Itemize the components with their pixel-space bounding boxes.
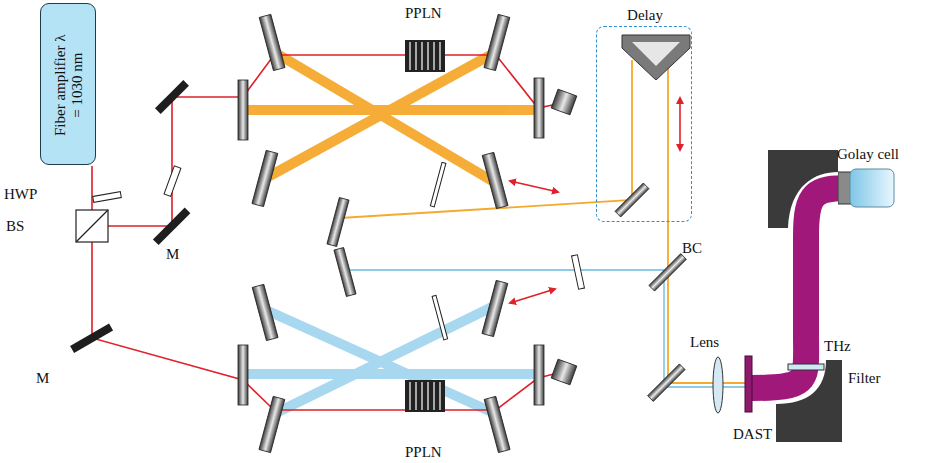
waveplate bbox=[164, 166, 181, 197]
signal-beam bbox=[266, 52, 496, 178]
mirror bbox=[534, 78, 544, 138]
output-beam-blue bbox=[348, 270, 748, 387]
translation-arrow bbox=[510, 98, 680, 303]
mirror bbox=[484, 14, 510, 70]
idler-beam bbox=[266, 310, 496, 414]
device-label: Fiber amplifier λ = 1030 nm bbox=[52, 31, 87, 139]
ppln-crystal bbox=[410, 382, 440, 410]
thz-beam bbox=[752, 188, 850, 388]
roof-prism bbox=[622, 35, 690, 80]
ppln-crystal bbox=[410, 42, 440, 70]
filter-label: Filter bbox=[848, 370, 881, 387]
mirror bbox=[649, 254, 686, 291]
waveplate-label: HWP bbox=[4, 186, 37, 203]
beam-dump bbox=[551, 359, 577, 385]
translation-arrow bbox=[510, 289, 555, 303]
part-label: Delay bbox=[627, 7, 663, 24]
pump-beam bbox=[92, 55, 562, 226]
translation-arrow bbox=[679, 98, 681, 150]
mirror bbox=[252, 284, 278, 340]
parabolic-mirror bbox=[768, 150, 842, 442]
beam-dump bbox=[551, 89, 577, 115]
mirror bbox=[615, 183, 649, 217]
combiner-label: BC bbox=[682, 240, 702, 257]
mirror bbox=[534, 345, 544, 405]
steering-mirror bbox=[153, 208, 190, 245]
mirror bbox=[648, 364, 685, 401]
splitter-label: BS bbox=[6, 218, 24, 235]
mirror bbox=[484, 396, 510, 452]
crystal-label: PPLN bbox=[405, 5, 442, 22]
mirror bbox=[327, 198, 349, 247]
crystal-label: DAST bbox=[733, 426, 772, 443]
beam-splitter bbox=[76, 210, 108, 242]
mirror bbox=[482, 152, 508, 208]
output-beam-blue bbox=[348, 270, 748, 387]
part-label: Golay cell bbox=[837, 146, 899, 163]
beam-splitter bbox=[76, 210, 108, 242]
golay-cell: Golay cell bbox=[838, 166, 898, 210]
delay-stage: Delay bbox=[596, 26, 692, 222]
crystal-label: PPLN bbox=[405, 444, 442, 461]
ppln-crystal bbox=[405, 40, 445, 412]
mirror-label: M bbox=[36, 370, 49, 387]
waveplate bbox=[93, 192, 122, 203]
steering-mirror bbox=[70, 324, 113, 353]
translation-arrow bbox=[510, 181, 558, 192]
mirror bbox=[259, 396, 285, 452]
lens-label: Lens bbox=[690, 334, 719, 351]
dast-crystal bbox=[745, 356, 752, 412]
lens bbox=[713, 357, 723, 413]
detector-body bbox=[850, 169, 894, 207]
pump-beam bbox=[92, 55, 562, 410]
lens bbox=[713, 357, 723, 413]
output-beam-orange bbox=[340, 60, 632, 218]
filter bbox=[788, 364, 824, 370]
roof-prism bbox=[632, 42, 680, 66]
detector-symbol bbox=[838, 166, 898, 210]
parabolic-mirror bbox=[776, 360, 842, 442]
output-beam-orange bbox=[340, 60, 748, 383]
waveplate bbox=[430, 162, 446, 207]
mirror bbox=[482, 280, 508, 336]
parabolic-mirror bbox=[768, 150, 838, 228]
mirror-label: M bbox=[166, 246, 179, 263]
amplifier-box: Fiber amplifier λ = 1030 nm bbox=[40, 3, 96, 165]
beam-splitter bbox=[76, 210, 108, 242]
beam-label: THz bbox=[824, 338, 851, 355]
mirror bbox=[238, 14, 686, 452]
waveplate bbox=[572, 255, 585, 290]
mirror bbox=[334, 248, 356, 297]
steering-mirror bbox=[155, 80, 189, 114]
mirror bbox=[238, 345, 248, 405]
beam-dump bbox=[551, 89, 577, 385]
roof-prism bbox=[622, 35, 690, 80]
pump-beam bbox=[92, 226, 562, 410]
mirror bbox=[238, 80, 248, 140]
mirror bbox=[259, 14, 285, 70]
waveplate bbox=[432, 295, 448, 340]
ppln-crystal bbox=[405, 40, 445, 72]
ppln-crystal bbox=[405, 380, 445, 412]
filter bbox=[788, 364, 824, 370]
waveplate bbox=[93, 162, 585, 340]
mirror bbox=[252, 150, 278, 206]
thz-beam bbox=[752, 188, 850, 388]
dast-crystal bbox=[745, 356, 752, 412]
